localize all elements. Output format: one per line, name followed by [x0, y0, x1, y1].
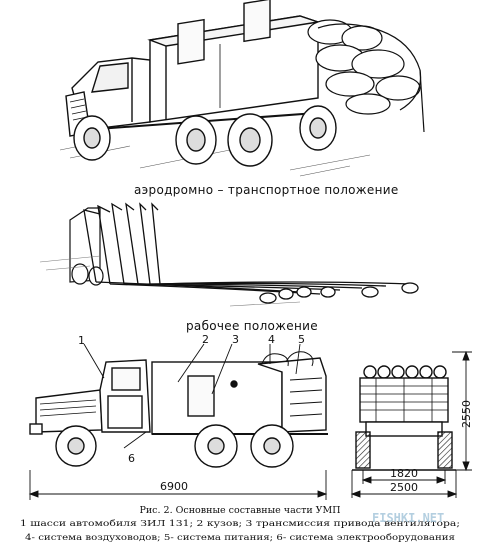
callout-5: 5: [298, 333, 305, 346]
ground-hoses: [95, 281, 419, 304]
side-wheel-front: [55, 425, 97, 467]
track-dimension-line: [361, 470, 447, 484]
transport-position-label: аэродромно – транспортное положение: [134, 183, 399, 197]
working-position-label: рабочее положение: [186, 319, 318, 333]
figure-caption-line-1: 1 шасси автомобиля ЗИЛ 131; 2 кузов; 3 т…: [20, 518, 460, 528]
height-dimension-line: [452, 350, 472, 472]
wheel-middle: [175, 115, 217, 165]
callout-3: 3: [232, 333, 239, 346]
rear-elevation: [350, 350, 472, 498]
hose-array: [83, 202, 161, 285]
width-dimension-line: [350, 470, 458, 498]
hood-side: [35, 389, 103, 433]
callout-1: 1: [78, 334, 85, 347]
height-dimension: 2550: [460, 400, 473, 428]
track-dimension: 1820: [390, 467, 418, 480]
truck-transport-view: [59, 0, 425, 177]
figure-caption-title: Рис. 2. Основные составные части УМП: [139, 505, 340, 516]
callout-numbers: 1 2 3 4 5 6: [78, 333, 305, 465]
coiled-hoses: [307, 19, 425, 133]
hose-rack-side: [257, 357, 327, 433]
side-wheel-middle: [194, 424, 238, 468]
body-side: [151, 361, 283, 435]
callout-2: 2: [202, 333, 209, 346]
watermark: FISHKI.NET: [372, 511, 444, 525]
wheel-front: [73, 115, 111, 161]
callout-leaders: [83, 343, 301, 449]
length-dimension: 6900: [160, 480, 188, 493]
wheel-far: [299, 105, 337, 151]
figure-caption-line-2: 4- система воздуховодов; 5- система пита…: [25, 532, 455, 542]
length-dimension-line: [28, 470, 328, 500]
truck-working-view: [39, 202, 419, 307]
callout-4: 4: [268, 333, 275, 346]
callout-6: 6: [128, 452, 135, 465]
side-wheel-rear: [250, 424, 294, 468]
width-dimension: 2500: [390, 481, 418, 494]
wheel-rear: [227, 113, 273, 167]
side-elevation: [28, 343, 328, 500]
rear-hose-rolls: [363, 365, 447, 379]
